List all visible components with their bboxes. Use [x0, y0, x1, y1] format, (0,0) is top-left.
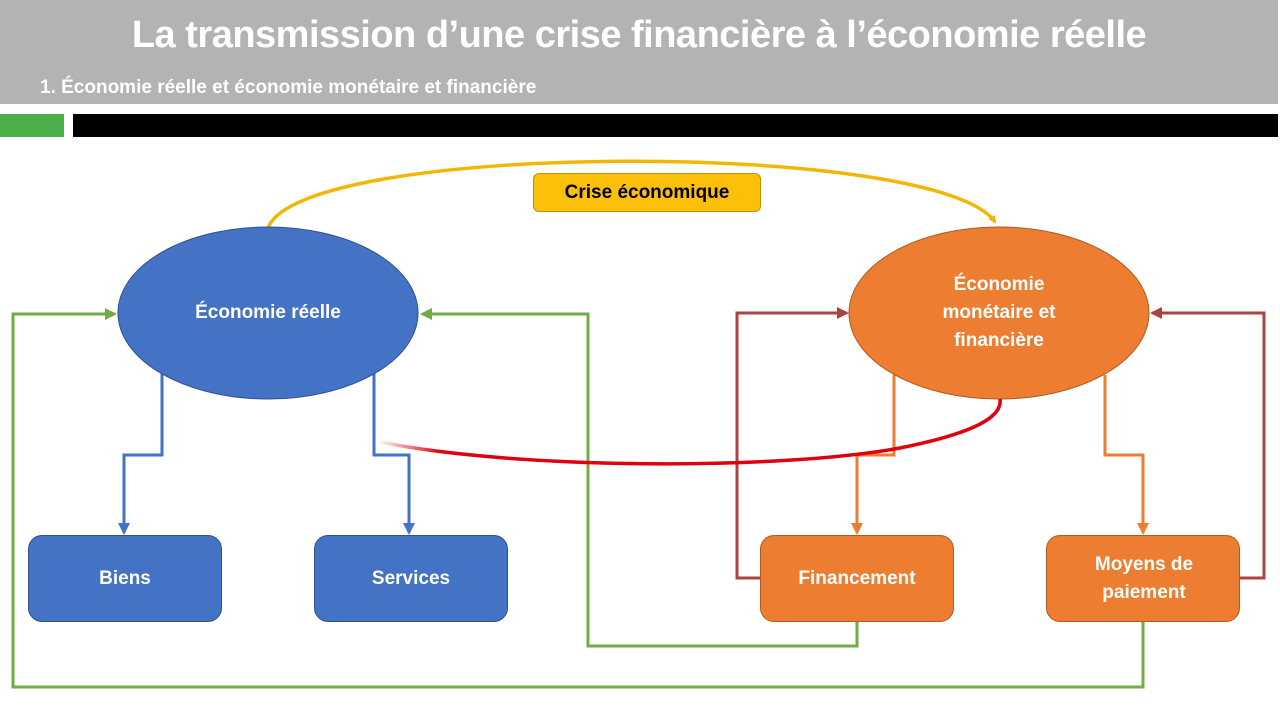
section-subtitle: 1. Économie réelle et économie monétaire… [40, 77, 537, 98]
financing-to-real-economy-arrow [420, 308, 859, 648]
services-label: Services [371, 567, 451, 589]
goods-box: Biens [28, 535, 222, 622]
real-economy-node [117, 226, 419, 400]
financial-economy-label: Économie monétaire et financière [942, 274, 1056, 351]
accent-bar-green [0, 114, 64, 137]
contagion-curve [379, 398, 1002, 466]
payment-means-label: Moyens de paiement [1094, 553, 1194, 603]
services-box: Services [314, 535, 508, 622]
financing-box: Financement [760, 535, 954, 622]
header-banner: La transmission d’une crise financière à… [0, 0, 1278, 104]
payment-to-real-economy-arrow [11, 308, 1145, 689]
payment-means-box: Moyens de paiement [1046, 535, 1240, 622]
financing-to-financial-economy-arrow [735, 307, 849, 580]
financing-label: Financement [798, 567, 916, 589]
financial-economy-node [848, 226, 1150, 400]
crisis-label: Crise économique [533, 173, 761, 212]
real-economy-label: Économie réelle [195, 302, 341, 323]
accent-bar-black [73, 114, 1278, 137]
financial-economy-to-payment-arrow [1103, 375, 1149, 535]
financial-economy-to-financing-arrow [851, 375, 896, 535]
real-economy-to-services-arrow [372, 372, 415, 535]
goods-label: Biens [99, 567, 151, 589]
crisis-arrow [266, 159, 997, 229]
real-economy-to-goods-arrow [118, 372, 164, 535]
payment-to-financial-economy-arrow [1150, 307, 1266, 580]
page-title: La transmission d’une crise financière à… [131, 14, 1147, 56]
